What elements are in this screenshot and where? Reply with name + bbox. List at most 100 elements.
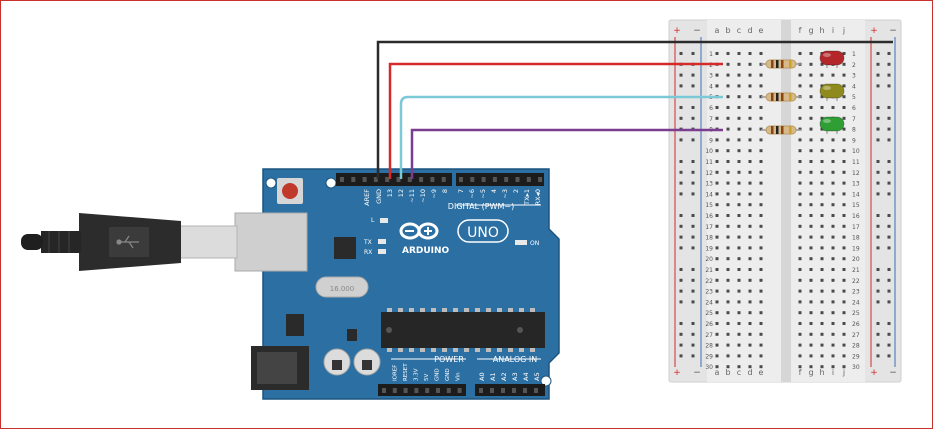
- breadboard-hole[interactable]: [748, 322, 752, 325]
- reset-button[interactable]: [282, 183, 298, 199]
- breadboard-hole[interactable]: [809, 106, 813, 109]
- rail-hole[interactable]: [887, 289, 891, 293]
- breadboard-hole[interactable]: [726, 257, 730, 261]
- breadboard-hole[interactable]: [748, 127, 752, 131]
- breadboard-hole[interactable]: [820, 95, 824, 99]
- breadboard-hole[interactable]: [809, 278, 813, 282]
- rail-hole[interactable]: [691, 116, 695, 120]
- breadboard-hole[interactable]: [759, 170, 763, 174]
- breadboard-hole[interactable]: [748, 62, 752, 66]
- breadboard-hole[interactable]: [798, 332, 802, 336]
- breadboard-hole[interactable]: [809, 268, 813, 271]
- breadboard-hole[interactable]: [748, 181, 752, 185]
- breadboard-hole[interactable]: [715, 246, 719, 250]
- breadboard-hole[interactable]: [842, 84, 846, 88]
- rail-hole[interactable]: [876, 116, 880, 120]
- breadboard-hole[interactable]: [842, 181, 846, 185]
- breadboard-hole[interactable]: [726, 365, 730, 369]
- rail-hole[interactable]: [691, 322, 695, 325]
- header-pin[interactable]: [446, 388, 451, 393]
- breadboard-hole[interactable]: [726, 170, 730, 174]
- breadboard-hole[interactable]: [820, 365, 824, 369]
- breadboard-hole[interactable]: [759, 289, 763, 293]
- breadboard-hole[interactable]: [831, 235, 835, 239]
- breadboard-hole[interactable]: [842, 224, 846, 228]
- breadboard-hole[interactable]: [759, 257, 763, 261]
- breadboard-hole[interactable]: [726, 311, 730, 315]
- rail-hole[interactable]: [679, 268, 683, 271]
- breadboard-hole[interactable]: [715, 106, 719, 109]
- breadboard-hole[interactable]: [809, 354, 813, 358]
- rail-hole[interactable]: [876, 354, 880, 358]
- breadboard-hole[interactable]: [842, 138, 846, 142]
- breadboard-hole[interactable]: [842, 289, 846, 293]
- rail-hole[interactable]: [679, 224, 683, 228]
- breadboard-hole[interactable]: [820, 322, 824, 325]
- breadboard-hole[interactable]: [842, 149, 846, 153]
- breadboard-hole[interactable]: [759, 73, 763, 77]
- breadboard-hole[interactable]: [759, 127, 763, 131]
- rail-hole[interactable]: [679, 192, 683, 196]
- breadboard-hole[interactable]: [748, 257, 752, 261]
- breadboard-hole[interactable]: [820, 149, 824, 153]
- rail-hole[interactable]: [691, 52, 695, 55]
- breadboard-hole[interactable]: [820, 278, 824, 282]
- breadboard-hole[interactable]: [737, 268, 741, 271]
- breadboard-hole[interactable]: [737, 181, 741, 185]
- header-pin[interactable]: [479, 388, 483, 393]
- breadboard-hole[interactable]: [820, 224, 824, 228]
- breadboard-hole[interactable]: [715, 116, 719, 120]
- breadboard-hole[interactable]: [809, 116, 813, 120]
- breadboard-hole[interactable]: [737, 84, 741, 88]
- breadboard-hole[interactable]: [748, 354, 752, 358]
- breadboard-hole[interactable]: [759, 181, 763, 185]
- breadboard-hole[interactable]: [798, 257, 802, 261]
- breadboard-hole[interactable]: [809, 311, 813, 315]
- breadboard-hole[interactable]: [798, 181, 802, 185]
- led-yellow[interactable]: [819, 83, 845, 101]
- breadboard-hole[interactable]: [831, 160, 835, 163]
- breadboard-hole[interactable]: [842, 73, 846, 77]
- breadboard-hole[interactable]: [715, 52, 719, 55]
- breadboard-hole[interactable]: [809, 246, 813, 250]
- resistor[interactable]: [761, 125, 801, 135]
- breadboard-hole[interactable]: [809, 84, 813, 88]
- rail-hole[interactable]: [887, 332, 891, 336]
- rail-hole[interactable]: [876, 322, 880, 325]
- wire-pin-11[interactable]: [410, 128, 723, 179]
- rail-hole[interactable]: [876, 246, 880, 250]
- rail-hole[interactable]: [679, 170, 683, 174]
- breadboard-hole[interactable]: [748, 343, 752, 347]
- breadboard-hole[interactable]: [842, 95, 846, 99]
- header-pin[interactable]: [526, 177, 531, 182]
- rail-hole[interactable]: [887, 127, 891, 131]
- rail-hole[interactable]: [876, 224, 880, 228]
- breadboard-hole[interactable]: [820, 203, 824, 207]
- rail-hole[interactable]: [691, 73, 695, 77]
- breadboard-hole[interactable]: [715, 332, 719, 336]
- breadboard-hole[interactable]: [759, 149, 763, 153]
- breadboard-hole[interactable]: [820, 106, 824, 109]
- breadboard-hole[interactable]: [715, 311, 719, 315]
- breadboard-hole[interactable]: [748, 160, 752, 163]
- breadboard-hole[interactable]: [726, 289, 730, 293]
- header-pin[interactable]: [403, 388, 408, 393]
- rail-hole[interactable]: [887, 278, 891, 282]
- header-pin[interactable]: [515, 177, 520, 182]
- breadboard-hole[interactable]: [737, 322, 741, 325]
- breadboard-hole[interactable]: [726, 106, 730, 109]
- rail-hole[interactable]: [691, 354, 695, 358]
- breadboard-hole[interactable]: [842, 192, 846, 196]
- breadboard-hole[interactable]: [842, 116, 846, 120]
- breadboard-hole[interactable]: [798, 149, 802, 153]
- breadboard-hole[interactable]: [737, 311, 741, 315]
- breadboard-hole[interactable]: [820, 311, 824, 315]
- breadboard-hole[interactable]: [798, 246, 802, 250]
- breadboard-hole[interactable]: [820, 116, 824, 120]
- breadboard-hole[interactable]: [798, 203, 802, 207]
- breadboard-hole[interactable]: [726, 127, 730, 131]
- breadboard-hole[interactable]: [809, 95, 813, 99]
- breadboard-hole[interactable]: [726, 322, 730, 325]
- usb-cable[interactable]: [21, 213, 238, 271]
